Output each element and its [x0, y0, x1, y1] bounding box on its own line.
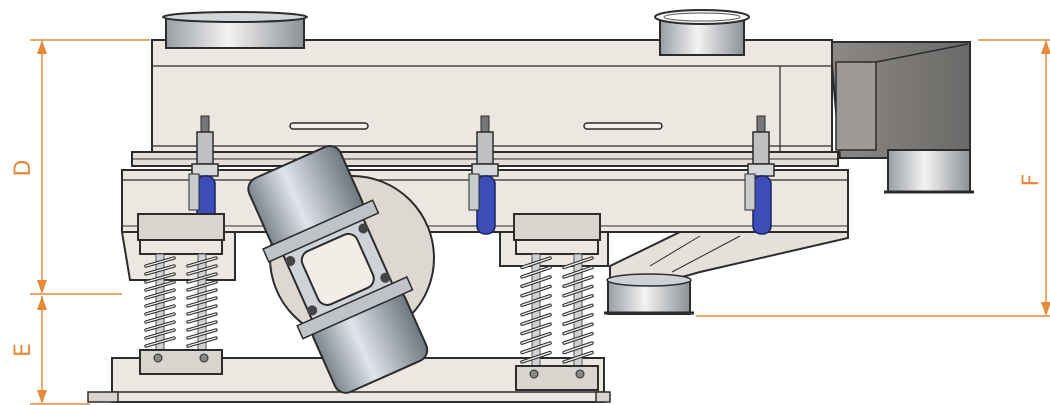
spring-seat-lower-left	[139, 349, 223, 375]
inlet-pipe	[162, 11, 308, 49]
spring-left-2	[186, 253, 218, 351]
dimension-arrows	[37, 40, 1050, 404]
spring-seat-lower-right	[515, 365, 599, 391]
dimension-label-d: D	[11, 160, 36, 177]
clamp-right	[744, 115, 775, 235]
spring-right-1	[520, 253, 552, 367]
vent-pipe	[654, 9, 750, 56]
spring-seat-upper-left	[137, 213, 225, 255]
discharge-hood	[828, 41, 974, 194]
dimension-label-e: E	[11, 343, 36, 357]
dimension-label-f: F	[1019, 174, 1044, 187]
bottom-outlet-pipe	[604, 273, 694, 315]
spring-seat-upper-right	[513, 213, 601, 255]
dimension-lines	[30, 39, 1050, 405]
vibration-motor	[247, 145, 429, 394]
support-springs	[144, 253, 594, 367]
spring-right-2	[562, 253, 594, 367]
clamp-center	[468, 115, 499, 235]
